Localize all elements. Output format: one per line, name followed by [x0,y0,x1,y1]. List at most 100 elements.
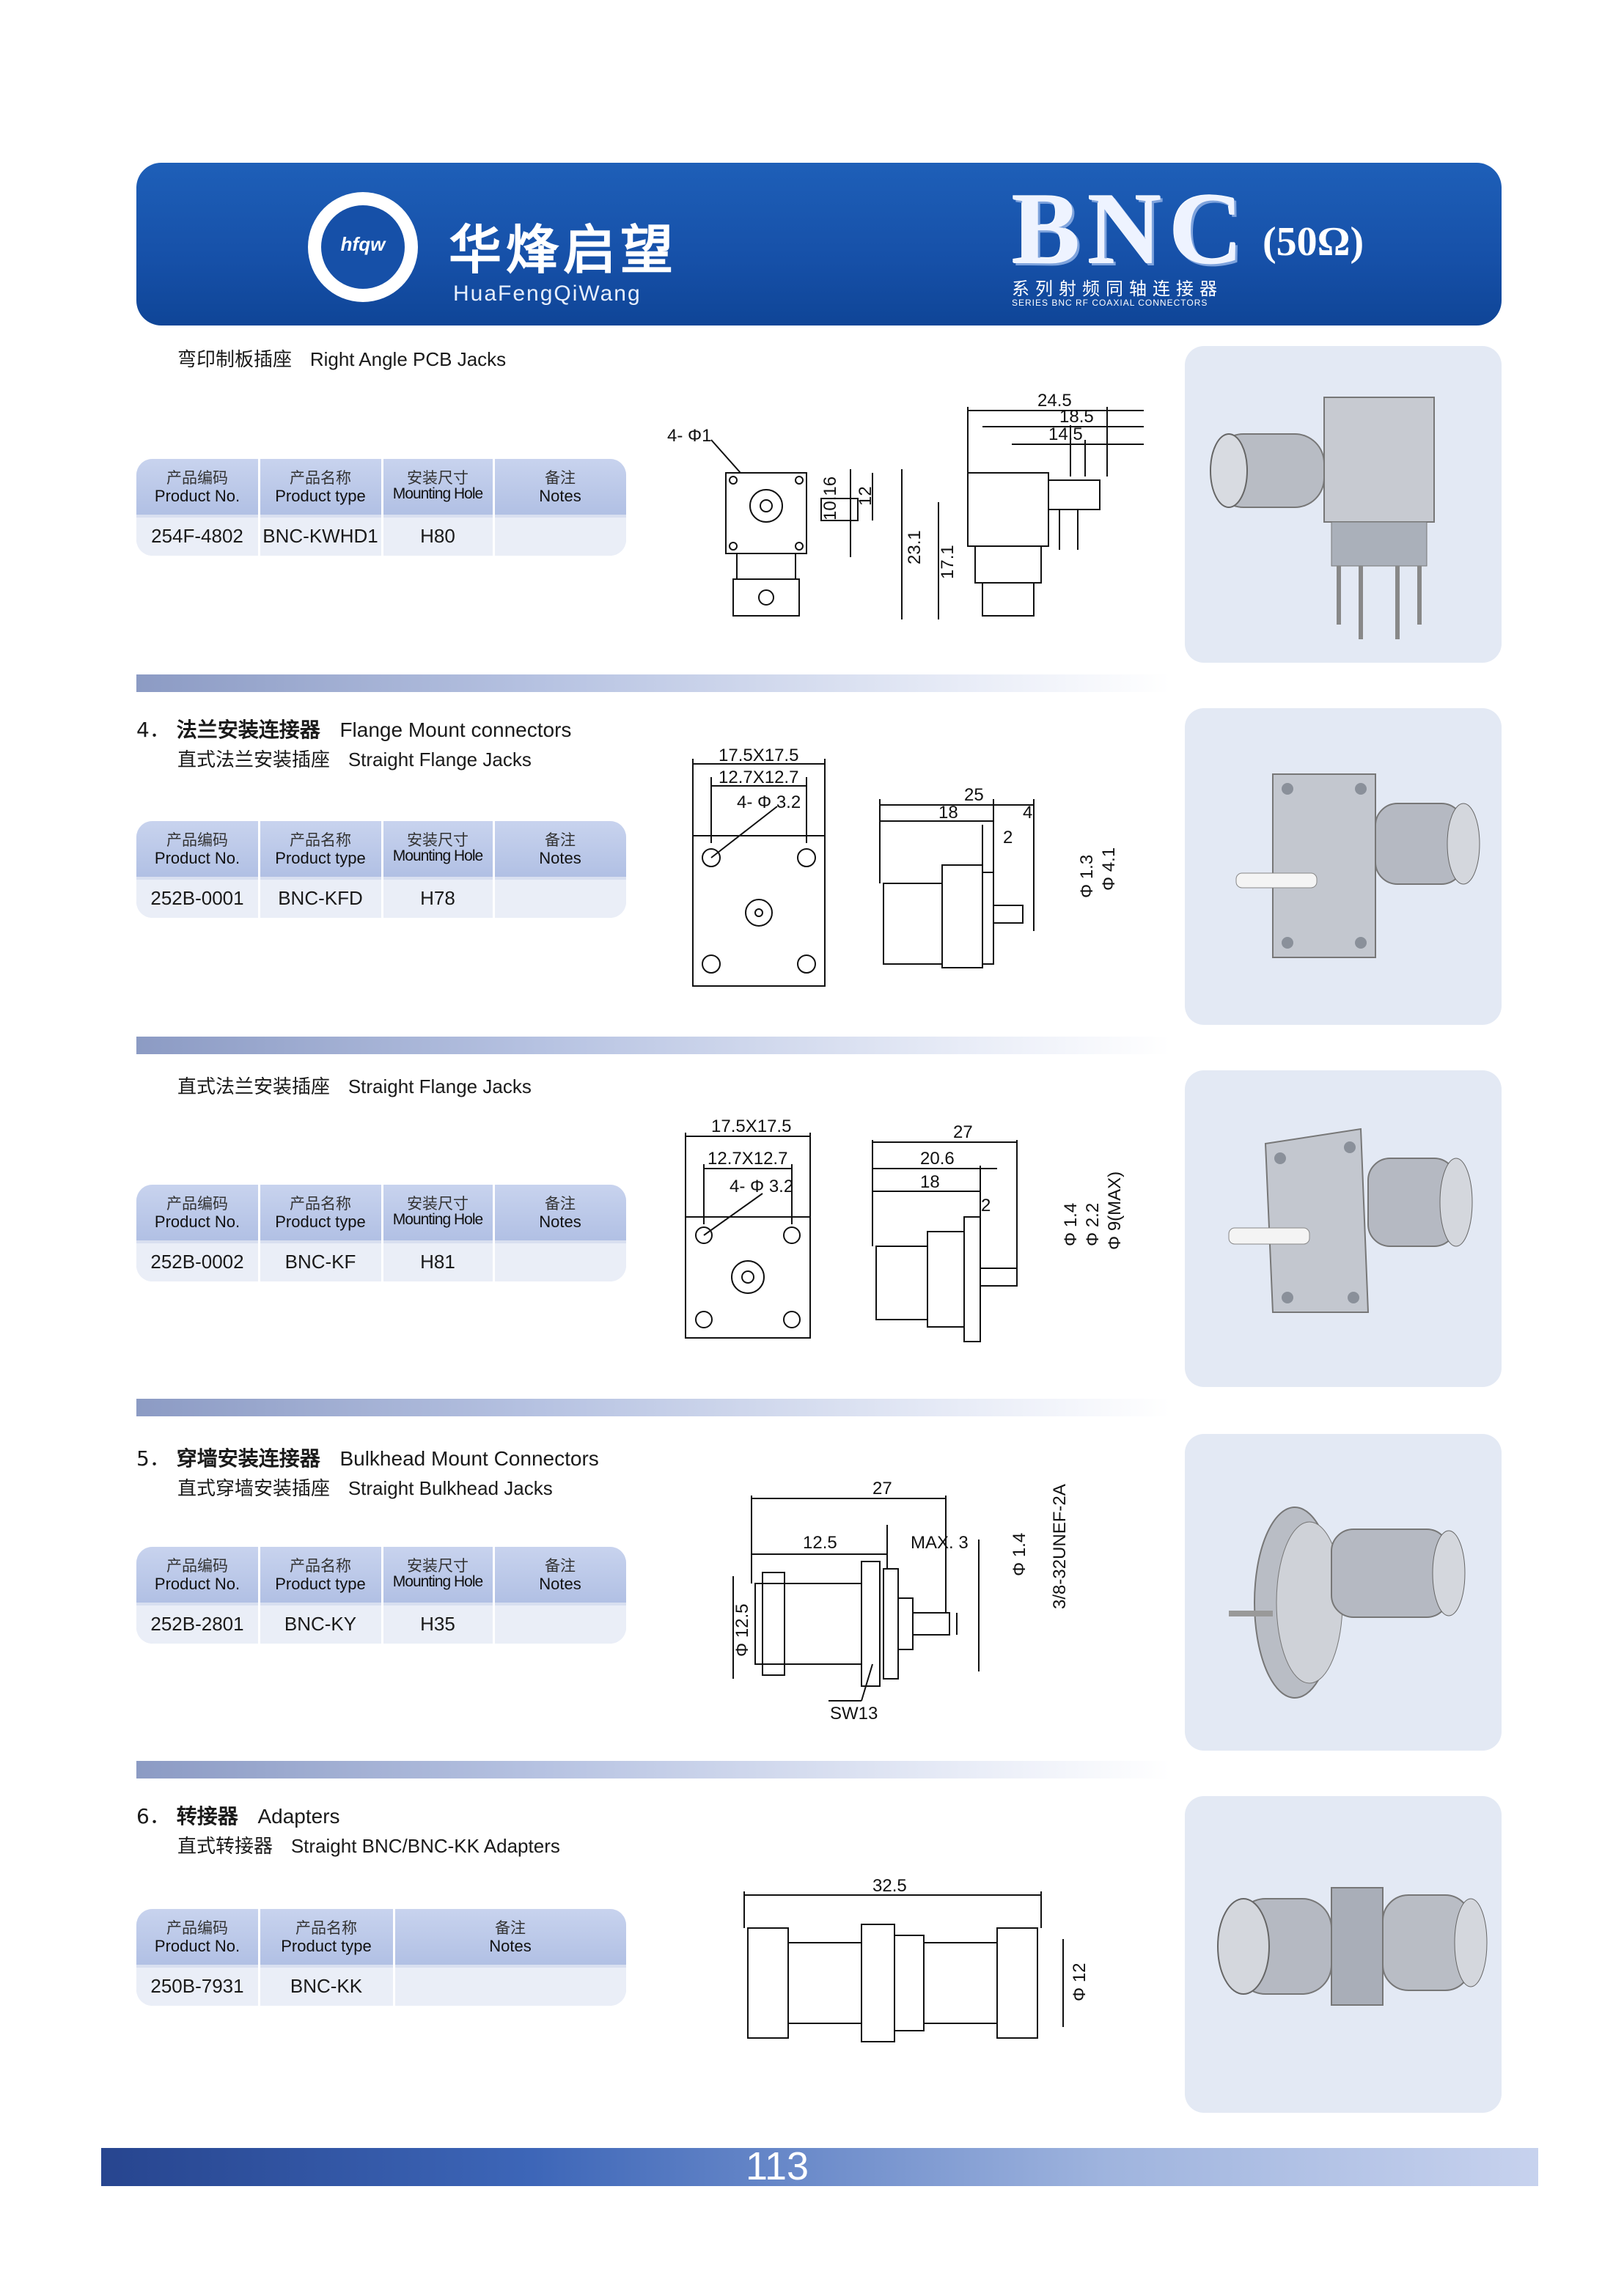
hdr-mounting-en: Mounting Hole [392,1211,483,1228]
dim-label: MAX. 3 [911,1533,969,1553]
title-cn: 转接器 [176,1804,238,1828]
spec-table-3: 产品编码 Product No. 产品名称 Product type 安装尺寸 … [136,1185,626,1281]
product-photo-flange-jack-kfd [1185,708,1502,1025]
product-photo-flange-jack-kf [1185,1070,1502,1387]
logo-text: hfqw [340,233,386,255]
hdr-notes-en: Notes [539,849,581,867]
dim-label: 27 [953,1122,973,1142]
hdr-mounting-en: Mounting Hole [392,485,483,502]
section-divider [136,674,1170,692]
spec-table-4: 产品编码 Product No. 产品名称 Product type 安装尺寸 … [136,1547,626,1644]
spec-table-2: 产品编码 Product No. 产品名称 Product type 安装尺寸 … [136,821,626,918]
hdr-mounting-cn: 安装尺寸 [407,1195,469,1213]
hdr-product-no-en: Product No. [154,1575,240,1593]
drawing-adapter: 32.5 Φ 12 [743,1876,1090,2042]
drawing-flange-jack-kfd: 17.5X17.5 12.7X12.7 4- Φ 3.2 25 18 4 2 Φ… [692,746,1119,987]
mounting-hole: H80 [420,525,455,547]
dim-label: 17.5X17.5 [711,1117,791,1136]
title-en: Flange Mount connectors [339,718,572,741]
hdr-mounting-cn: 安装尺寸 [407,1557,469,1575]
dim-label: 2 [981,1196,991,1215]
dim-label: Φ 12 [1070,1963,1090,2001]
dim-label: 24.5 [1037,391,1072,411]
dim-label: 12.5 [803,1533,837,1553]
section-1-subtitle: 弯印制板插座 Right Angle PCB Jacks [177,345,506,372]
dim-label: 14.5 [1048,424,1083,444]
subtitle-cn: 直式穿墙安装插座 [177,1478,331,1500]
spec-table-1: 产品编码 Product No. 产品名称 Product type 安装尺寸 … [136,459,626,556]
section-6-title: 6． 转接器 Adapters [136,1800,340,1830]
dim-label: 3/8-32UNEF-2A [1050,1484,1070,1609]
dim-label: 23.1 [905,530,925,564]
dim-label: 18 [920,1172,940,1192]
title-en: Bulkhead Mount Connectors [339,1447,599,1470]
hdr-product-type-en: Product type [275,1575,366,1593]
subtitle-en: Right Angle PCB Jacks [309,348,507,370]
brand-name-en: HuaFengQiWang [453,282,642,306]
hdr-product-type-cn: 产品名称 [290,469,351,487]
brand-name-cn: 华烽启望 [449,219,678,281]
drawing-right-angle-pcb-jack: 4- Φ1 10.16 12 24.5 18.5 14.5 23.1 17.1 [667,391,1144,619]
product-no: 250B-7931 [150,1975,244,1997]
hdr-product-no-cn: 产品编码 [166,1557,228,1575]
subtitle-cn: 弯印制板插座 [177,349,293,371]
section-divider [136,1399,1170,1416]
subtitle-cn: 直式法兰安装插座 [177,749,331,771]
logo-inner [321,205,405,289]
hdr-product-no-en: Product No. [154,1937,240,1955]
hdr-notes-cn: 备注 [545,831,576,849]
series-subtitle-en: SERIES BNC RF COAXIAL CONNECTORS [1012,298,1208,308]
hdr-product-type-en: Product type [275,1213,366,1231]
dim-label: 17.1 [938,545,958,579]
hdr-notes-en: Notes [539,487,581,505]
product-type: BNC-KWHD1 [262,525,378,547]
hdr-product-type-cn: 产品名称 [295,1919,357,1937]
section-5-subtitle: 直式穿墙安装插座 Straight Bulkhead Jacks [177,1474,553,1501]
product-photo-adapter [1185,1796,1502,2113]
series-impedance: (50Ω) [1263,219,1364,265]
section-number: 5． [136,1446,170,1471]
dim-label: 12 [856,486,875,506]
product-no: 252B-0002 [150,1251,244,1273]
hdr-product-no-cn: 产品编码 [166,1195,228,1213]
section-divider [136,1761,1170,1778]
dim-label: 12.7X12.7 [719,768,798,787]
hdr-product-type-cn: 产品名称 [290,1195,351,1213]
hdr-product-no-cn: 产品编码 [166,469,228,487]
hdr-notes-cn: 备注 [495,1919,526,1937]
hdr-product-type-cn: 产品名称 [290,831,351,849]
drawing-bulkhead-jack: 27 12.5 MAX. 3 Φ 1.4 3/8-32UNEF-2A Φ 12.… [732,1479,1070,1724]
product-type: BNC-KK [290,1975,363,1997]
mounting-hole: H35 [420,1613,455,1635]
series-title: BNC [1012,172,1251,286]
subtitle-en: Straight Flange Jacks [348,1075,532,1097]
product-photo-bulkhead-jack [1185,1434,1502,1751]
hdr-product-type-en: Product type [281,1937,372,1955]
dim-label: 32.5 [872,1876,907,1896]
dim-label: 18 [938,803,958,823]
dim-label: Φ 2.2 [1083,1203,1103,1246]
drawing-flange-jack-kf: 17.5X17.5 12.7X12.7 4- Φ 3.2 27 20.6 18 … [685,1117,1125,1342]
dim-label: SW13 [830,1704,878,1724]
hdr-product-no-cn: 产品编码 [166,831,228,849]
title-cn: 法兰安装连接器 [176,718,320,742]
dim-label: 17.5X17.5 [719,746,798,765]
hdr-product-no-en: Product No. [154,1213,240,1231]
hdr-notes-cn: 备注 [545,1195,576,1213]
product-type: BNC-KY [284,1613,357,1635]
product-photo-right-angle-jack [1185,346,1502,663]
hdr-notes-en: Notes [539,1575,581,1593]
dim-label: 4- Φ1 [667,426,712,446]
dim-label: 20.6 [920,1149,955,1169]
dim-label: 4 [1023,803,1032,823]
product-no: 252B-0001 [150,887,244,909]
subtitle-cn: 直式法兰安装插座 [177,1076,331,1098]
page-number: 113 [745,2144,809,2188]
mounting-hole: H78 [420,887,455,909]
hdr-product-type-en: Product type [275,487,366,505]
dim-label: 10.16 [820,477,840,520]
subtitle-cn: 直式转接器 [177,1836,273,1858]
hdr-notes-en: Notes [489,1937,532,1955]
dim-label: Φ 12.5 [732,1603,752,1657]
dim-label: 25 [964,785,984,805]
